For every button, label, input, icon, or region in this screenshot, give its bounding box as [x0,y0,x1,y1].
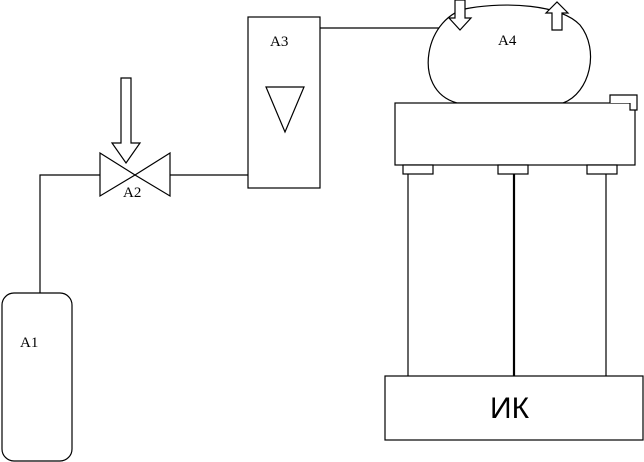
platform-foot-left [402,164,434,175]
unit-a3: A3 [247,16,321,189]
valve-icon-right [133,151,171,198]
ik-label: ИК [490,392,530,425]
valve-a2-label: A2 [123,185,141,201]
cylinder-a1-body [1,292,73,462]
stand-assembly: ИК [384,174,644,441]
chamber-a4: A4 [427,0,592,104]
pipe-a1-to-a2 [39,174,100,293]
arrow-down-icon [110,77,142,165]
valve-icon [99,151,137,198]
ik-base [384,375,644,441]
unit-a3-label: A3 [270,34,288,50]
arrow-down-icon-inlet [447,0,473,31]
platform [394,94,638,175]
pipe-lines [39,27,450,293]
chamber-a4-label: A4 [498,33,517,49]
cylinder-a1-label: A1 [20,335,38,351]
valve-a2: A2 [99,77,171,201]
platform-foot-middle [497,164,529,175]
triangle-down-icon [265,86,305,134]
cylinder-a1: A1 [1,292,73,462]
chamber-a4-dome [427,4,592,104]
arrow-up-icon [544,1,570,31]
platform-body [394,102,636,166]
platform-foot-right [586,164,618,175]
platform-connector [609,94,638,111]
